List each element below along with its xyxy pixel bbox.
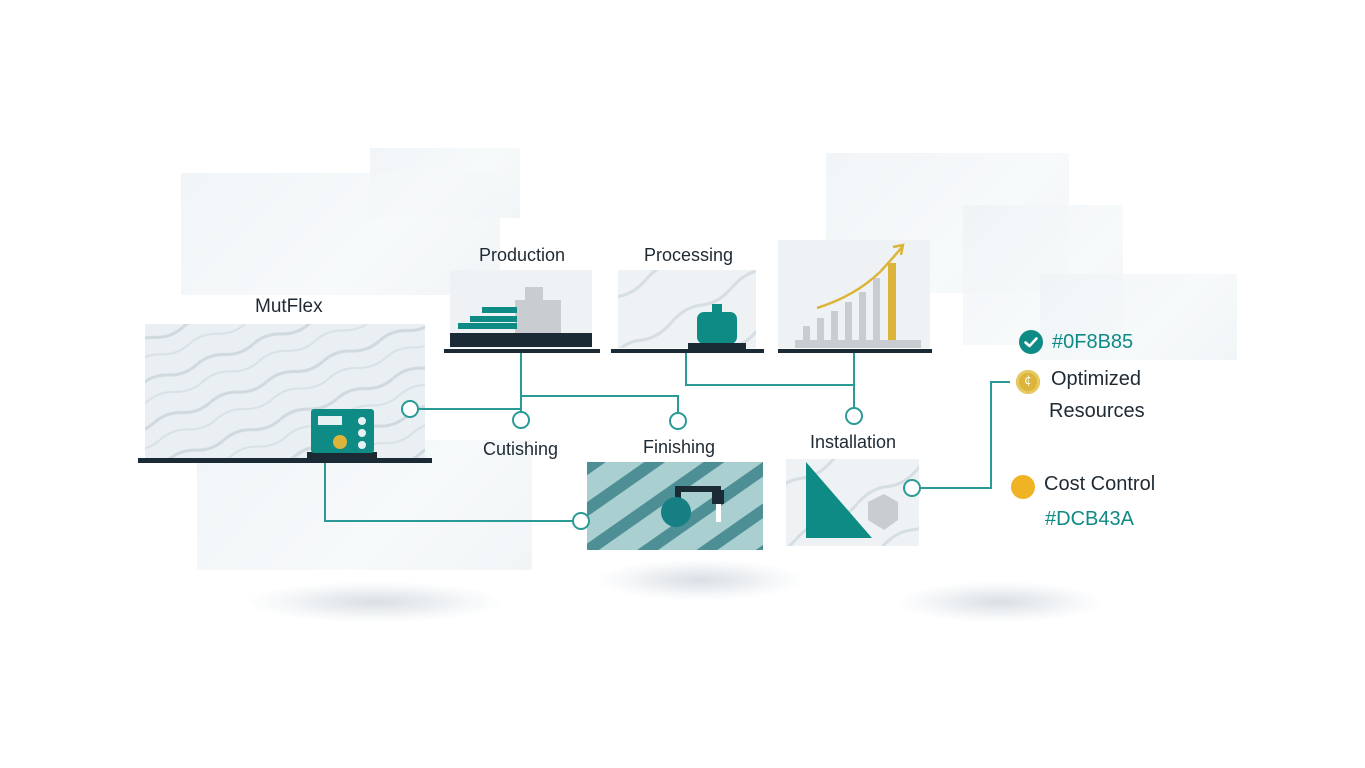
coin-icon: ¢ bbox=[1016, 370, 1040, 394]
check-icon bbox=[1019, 330, 1043, 354]
brand-label: MutFlex bbox=[255, 296, 323, 317]
finishing-panel bbox=[587, 462, 763, 550]
background-panel bbox=[1040, 274, 1237, 360]
optimized-resources-line2: Resources bbox=[1049, 400, 1145, 422]
stage-label-cutishing: Cutishing bbox=[483, 439, 559, 459]
cost-control-dot-icon bbox=[1011, 475, 1035, 499]
floor-shadow bbox=[600, 560, 800, 600]
accent-color-hex: #DCB43A bbox=[1045, 508, 1134, 530]
production-panel bbox=[444, 270, 600, 353]
stage-label-installation: Installation bbox=[810, 432, 897, 452]
cost-control-label: Cost Control bbox=[1044, 473, 1156, 495]
machine-icon bbox=[307, 409, 377, 459]
optimized-resources-line1: Optimized bbox=[1051, 368, 1142, 390]
connector-lines bbox=[324, 353, 1010, 522]
stage-label-finishing: Finishing bbox=[643, 437, 716, 457]
stage-label-processing: Processing bbox=[644, 245, 734, 265]
growth-panel bbox=[778, 240, 932, 353]
processing-panel bbox=[611, 270, 764, 353]
background-panel bbox=[181, 173, 500, 295]
floor-shadow bbox=[250, 582, 500, 622]
installation-panel bbox=[786, 459, 919, 546]
mutflex-panel bbox=[138, 324, 432, 463]
floor-shadow bbox=[900, 582, 1100, 622]
primary-color-hex: #0F8B85 bbox=[1052, 331, 1134, 353]
connector-nodes bbox=[401, 400, 921, 530]
stage-label-production: Production bbox=[479, 245, 566, 265]
